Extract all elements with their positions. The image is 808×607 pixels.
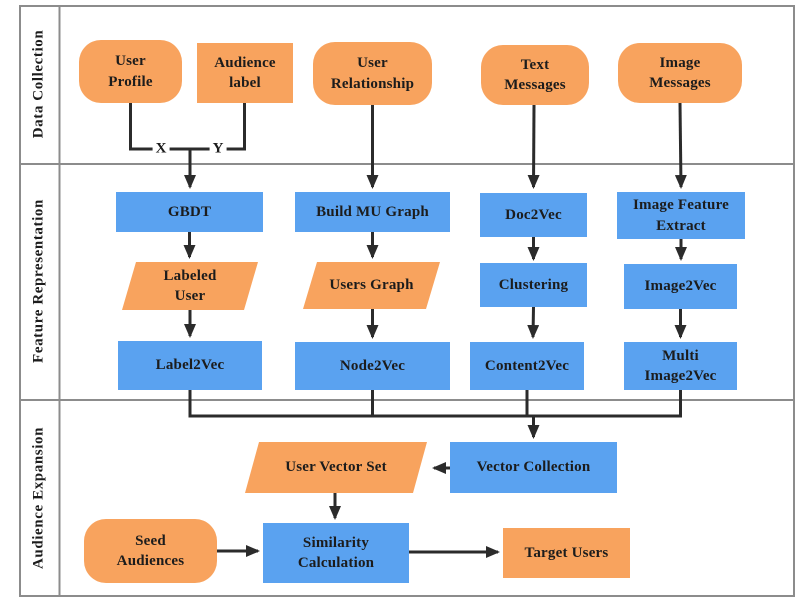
node-label: User Vector Set (285, 459, 387, 476)
band-label-audience-expansion: Audience Expansion (30, 426, 47, 570)
edge-label-x: X (152, 140, 170, 158)
edge-textmsg-doc2vec (527, 104, 540, 189)
node-user-profile: User Profile (79, 40, 182, 103)
node-label: Seed Audiences (116, 532, 185, 569)
node-label: Build MU Graph (316, 203, 429, 220)
node-clustering: Clustering (480, 263, 587, 307)
node-label: Vector Collection (476, 459, 591, 476)
node-text-messages: Text Messages (481, 45, 589, 105)
node-seed-audiences: Seed Audiences (84, 519, 217, 583)
node-label: Clustering (498, 276, 569, 293)
node-image-messages: Image Messages (618, 43, 742, 103)
node-content2vec: Content2Vec (470, 342, 584, 390)
node-build-mu-graph: Build MU Graph (295, 192, 450, 232)
node-label: User Profile (108, 53, 153, 90)
node-multi-image2vec: Multi Image2Vec (624, 342, 737, 390)
edge-imagemsg-ife (674, 102, 687, 189)
node-label: Text Messages (504, 56, 566, 93)
node-label: Label2Vec (155, 357, 225, 374)
node-user-relationship: User Relationship (313, 42, 432, 105)
band-label-data-collection: Data Collection (30, 29, 47, 139)
node-node2vec: Node2Vec (295, 342, 450, 390)
edge-clustering-content2vec (527, 306, 540, 339)
node-users-graph: Users Graph (303, 262, 440, 309)
node-label: Image Messages (649, 54, 711, 91)
node-label: Users Graph (329, 277, 414, 294)
node-label: Labeled User (163, 267, 217, 304)
node-image2vec: Image2Vec (624, 264, 737, 309)
node-label: Content2Vec (484, 357, 570, 374)
node-label2vec: Label2Vec (118, 341, 262, 390)
node-user-vector-set: User Vector Set (245, 442, 427, 493)
node-label: Node2Vec (339, 357, 406, 374)
edge-label-y: Y (209, 140, 227, 158)
node-label: GBDT (167, 203, 212, 220)
edge-profile-label-merge (129, 103, 246, 151)
node-labeled-user: Labeled User (122, 262, 258, 310)
node-similarity-calculation: Similarity Calculation (263, 523, 409, 583)
node-vector-collection: Vector Collection (450, 442, 617, 493)
node-label: User Relationship (330, 55, 415, 92)
node-gbdt: GBDT (116, 192, 263, 232)
node-label: Image Feature Extract (632, 197, 730, 234)
node-label: Similarity Calculation (297, 534, 375, 571)
node-label: Audience label (214, 54, 276, 91)
node-label: Target Users (524, 544, 609, 561)
node-image-feature-extract: Image Feature Extract (617, 192, 745, 239)
node-label: Image2Vec (644, 278, 717, 295)
node-label: Multi Image2Vec (644, 347, 717, 384)
node-target-users: Target Users (503, 528, 630, 578)
node-audience-label: Audience label (197, 43, 293, 103)
node-doc2vec: Doc2Vec (480, 193, 587, 237)
node-label: Doc2Vec (505, 206, 562, 223)
band-label-feature-representation: Feature Representation (30, 199, 47, 363)
